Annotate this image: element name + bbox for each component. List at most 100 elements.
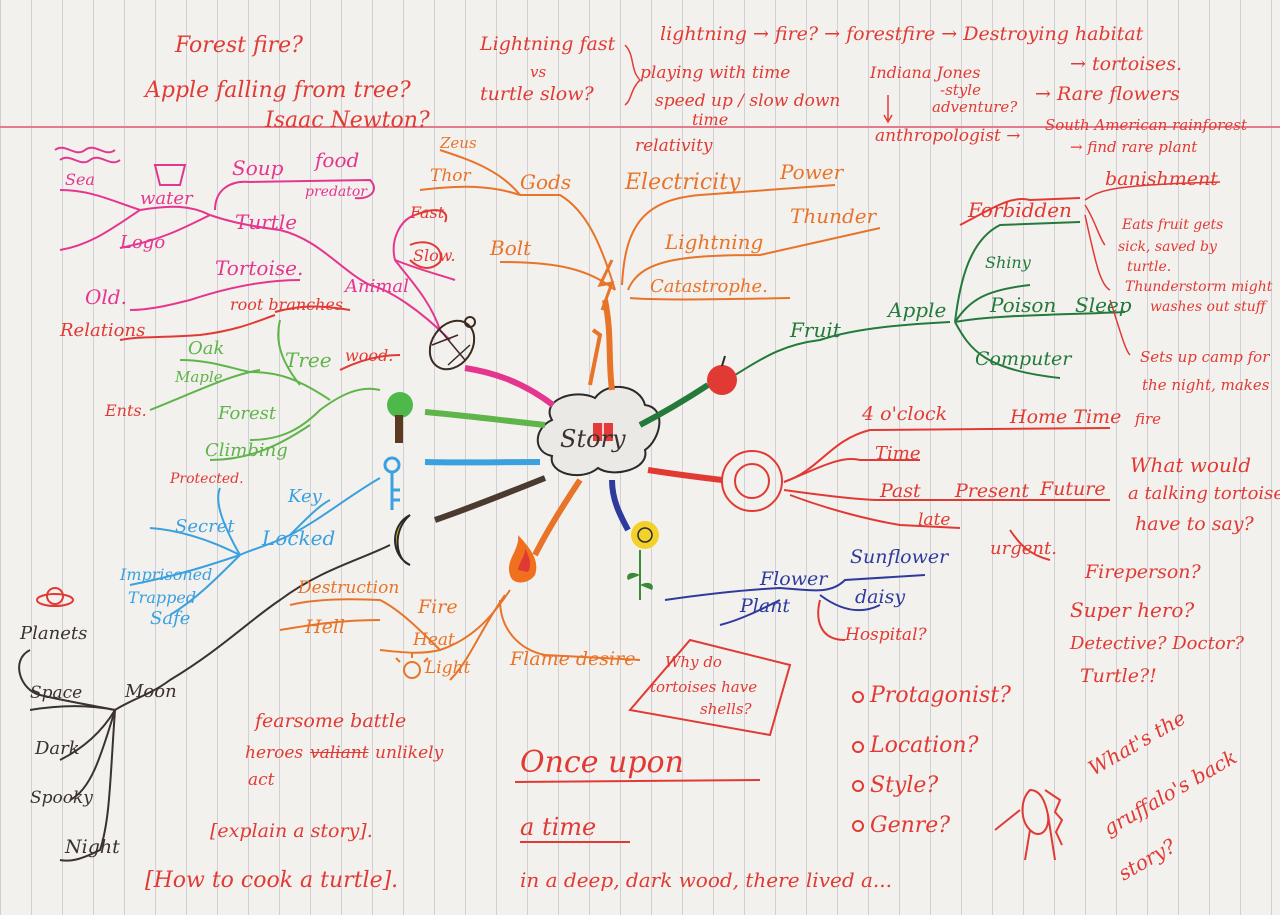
label-sleep: Sleep bbox=[1075, 293, 1132, 317]
note-sets-up-camp: Sets up camp for bbox=[1140, 348, 1270, 366]
label-urgent: urgent. bbox=[990, 538, 1057, 559]
spoke-fire bbox=[532, 478, 583, 557]
key-branch-lines bbox=[129, 477, 381, 616]
spoke-lightning bbox=[588, 328, 603, 386]
flower-drawing bbox=[627, 521, 659, 600]
spoke-clock bbox=[647, 467, 723, 483]
label-dark: Dark bbox=[35, 738, 80, 759]
waves-doodle bbox=[54, 146, 121, 164]
note-fireperson: Fireperson? bbox=[1085, 561, 1201, 583]
note-what-would: What would bbox=[1130, 453, 1251, 477]
note-detective-doctor: Detective? Doctor? bbox=[1070, 633, 1244, 654]
label-water: water bbox=[140, 188, 193, 209]
label-lightning: Lightning bbox=[665, 230, 764, 254]
label-gods: Gods bbox=[520, 170, 572, 194]
note-playing-time: playing with time bbox=[640, 63, 791, 83]
note-protagonist: Protagonist? bbox=[870, 683, 1011, 708]
label-time: Time bbox=[875, 443, 921, 464]
note-lightning-fire: lightning → fire? → forestfire → Destroy… bbox=[660, 23, 1144, 45]
label-tortoise: Tortoise. bbox=[215, 256, 304, 280]
label-catastrophe: Catastrophe. bbox=[650, 276, 768, 297]
note-tortoises-have: tortoises have bbox=[650, 678, 758, 696]
note-indiana-jones: Indiana Jones bbox=[870, 63, 981, 82]
moon-drawing bbox=[394, 514, 411, 566]
label-thor: Thor bbox=[430, 166, 471, 186]
note-act: act bbox=[248, 770, 275, 790]
spoke-animal bbox=[464, 365, 555, 408]
label-banishment: banishment bbox=[1105, 168, 1218, 190]
tree-drawing bbox=[387, 392, 413, 443]
fire-drawing bbox=[508, 535, 537, 583]
label-logo: Logo bbox=[120, 232, 166, 253]
note-sick-saved: sick, saved by bbox=[1118, 239, 1217, 255]
label-old: Old. bbox=[85, 285, 127, 309]
label-flame-desire: Flame desire bbox=[510, 648, 636, 670]
note-unlikely: unlikely bbox=[375, 743, 444, 763]
label-locked: Locked bbox=[262, 526, 336, 550]
label-root-branches: root branches bbox=[230, 295, 344, 314]
note-shells: shells? bbox=[700, 700, 752, 718]
label-fast: Fast bbox=[410, 203, 445, 222]
note-washes-out: washes out stuff bbox=[1150, 299, 1266, 315]
note-location: Location? bbox=[870, 733, 979, 758]
label-light: Light bbox=[425, 658, 471, 678]
label-safe: Safe bbox=[150, 608, 191, 629]
book-icon bbox=[593, 423, 613, 441]
spoke-tree bbox=[424, 409, 546, 428]
note-genre: Genre? bbox=[870, 813, 951, 838]
label-four-oclock: 4 o'clock bbox=[862, 403, 948, 425]
lightning-drawing bbox=[597, 259, 615, 311]
note-turtle-slow: turtle slow? bbox=[480, 83, 594, 105]
label-electricity: Electricity bbox=[625, 170, 741, 195]
label-sunflower: Sunflower bbox=[850, 546, 949, 568]
note-fire: fire bbox=[1135, 410, 1162, 428]
note-adventure: adventure? bbox=[932, 98, 1018, 116]
note-turtle-q: Turtle?! bbox=[1080, 665, 1157, 687]
label-apple: Apple bbox=[888, 298, 947, 322]
label-wood: wood. bbox=[345, 346, 394, 365]
note-deep-dark-wood: in a deep, dark wood, there lived a... bbox=[520, 868, 892, 892]
note-the-night: the night, makes bbox=[1142, 376, 1270, 394]
label-heat: Heat bbox=[413, 630, 455, 650]
note-super-hero: Super hero? bbox=[1070, 598, 1195, 622]
apple-drawing bbox=[707, 355, 737, 395]
label-moon: Moon bbox=[125, 681, 177, 702]
label-bolt: Bolt bbox=[490, 236, 532, 260]
note-time: time bbox=[692, 110, 729, 129]
note-fearsome-battle: fearsome battle bbox=[255, 710, 407, 732]
label-predator: predator bbox=[305, 184, 367, 200]
label-secret: Secret bbox=[175, 516, 235, 537]
tree-branch-lines bbox=[149, 319, 381, 461]
label-shiny: Shiny bbox=[985, 253, 1031, 272]
label-oak: Oak bbox=[188, 338, 225, 359]
label-imprisoned: Imprisoned bbox=[120, 565, 213, 584]
fire-branch-lines bbox=[279, 589, 641, 681]
label-forest: Forest bbox=[218, 403, 277, 424]
note-thunderstorm: Thunderstorm might bbox=[1125, 279, 1273, 295]
note-speed-up: speed up / slow down bbox=[655, 91, 841, 111]
margin-line bbox=[0, 126, 1280, 128]
label-space: Space bbox=[30, 683, 83, 703]
label-power: Power bbox=[780, 160, 844, 184]
label-protected: Protected. bbox=[170, 471, 244, 487]
label-maple: Maple bbox=[175, 368, 223, 386]
label-animal: Animal bbox=[345, 276, 409, 297]
note-eats-fruit: Eats fruit gets bbox=[1122, 217, 1224, 233]
label-night: Night bbox=[65, 836, 120, 858]
note-once-upon: Once upon bbox=[520, 745, 684, 780]
note-find-rare-plant: → find rare plant bbox=[1070, 138, 1198, 156]
note-south-american: South American rainforest bbox=[1045, 116, 1248, 134]
label-sea: Sea bbox=[65, 170, 95, 189]
note-valiant: valiant bbox=[310, 743, 369, 763]
label-soup: Soup bbox=[232, 156, 284, 180]
label-key: Key bbox=[288, 486, 322, 507]
note-style-q: Style? bbox=[870, 773, 939, 798]
note-anthropologist: anthropologist → bbox=[875, 126, 1021, 146]
label-fruit: Fruit bbox=[790, 318, 841, 342]
label-turtle: Turtle bbox=[235, 210, 298, 234]
label-flower: Flower bbox=[760, 568, 828, 590]
bullet-circles bbox=[852, 691, 864, 832]
label-trapped: Trapped bbox=[128, 588, 197, 607]
